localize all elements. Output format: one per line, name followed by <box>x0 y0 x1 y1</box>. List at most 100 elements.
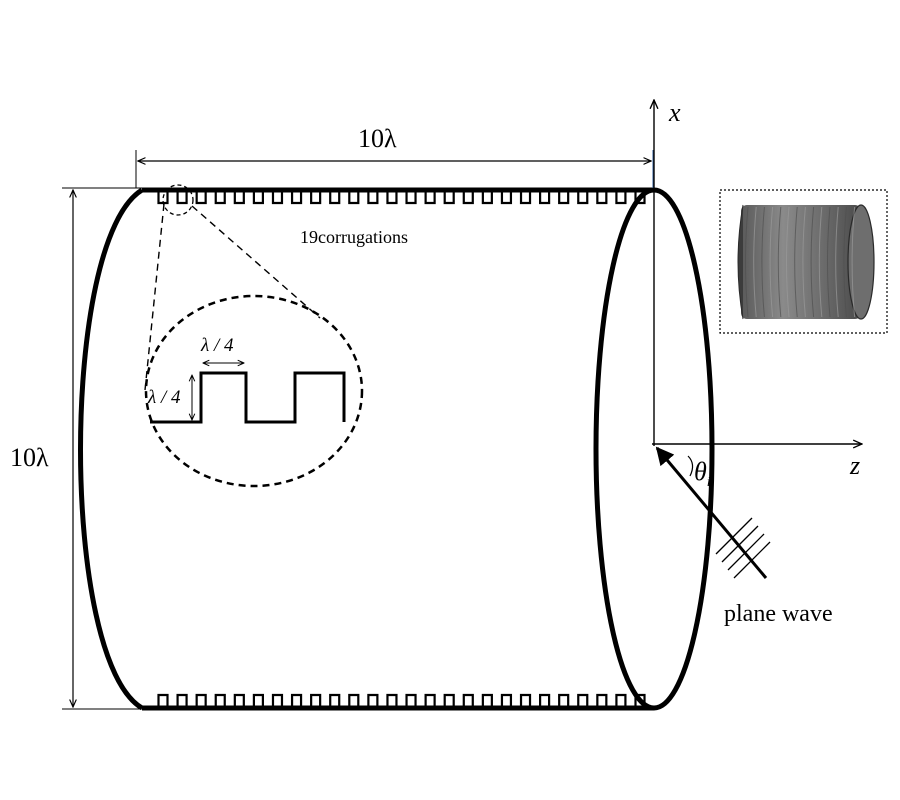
corrugation-tooth <box>233 693 245 706</box>
corrugation-tooth <box>405 192 417 205</box>
zoom-line-right <box>191 205 321 319</box>
corrugation-tooth <box>271 693 284 706</box>
inset-ring-line <box>794 206 798 318</box>
corrugation-tooth <box>500 693 513 706</box>
corrugation-tooth <box>348 192 360 205</box>
corrugation-tooth <box>310 693 322 706</box>
corrugation-tooth <box>290 192 303 205</box>
corrugation-profile <box>150 371 346 424</box>
corrugation-tooth <box>348 693 360 706</box>
theta-symbol: θ <box>694 457 707 486</box>
corrugation-tooth <box>214 693 226 706</box>
height-dimension: 10λ <box>10 187 150 710</box>
corrugation-tooth <box>481 693 493 706</box>
inset-ring-line <box>835 206 839 318</box>
corrugation-tooth <box>195 192 207 205</box>
corrugation-tooth <box>252 192 264 205</box>
corrugation-tooth <box>157 693 169 706</box>
corrugation-tooth <box>386 192 398 205</box>
corrugation-tooth <box>577 192 589 205</box>
zoom-marker <box>162 184 194 216</box>
corrugation-tooth <box>577 693 589 706</box>
corrugation-tooth <box>500 192 513 205</box>
corrugation-tooth <box>634 693 646 706</box>
inset-ring-line <box>761 206 765 318</box>
corrugation-tooth <box>329 192 341 205</box>
corrugation-tooth <box>214 192 226 205</box>
corrugation-tooth <box>519 693 532 706</box>
incidence-direction-arrow <box>655 446 768 579</box>
top-corrugations <box>157 192 646 205</box>
corrugation-tooth <box>252 693 264 706</box>
corrugation-tooth <box>424 192 436 205</box>
inset-ring-line <box>818 206 823 318</box>
corrugation-tooth <box>405 693 417 706</box>
inset-ring-line <box>851 206 856 318</box>
corrugation-tooth <box>519 192 532 205</box>
corrugation-tooth <box>558 192 570 205</box>
theta-subscript: i <box>707 475 711 490</box>
corrugation-tooth <box>233 192 245 205</box>
corrugation-tooth <box>367 192 379 205</box>
corrugation-tooth <box>634 192 646 205</box>
corrugation-tooth <box>596 192 608 205</box>
corrugation-tooth <box>443 693 455 706</box>
cylinder-left-end <box>78 187 144 711</box>
inset-ring-line <box>753 206 757 318</box>
wavefront-lines <box>715 517 771 579</box>
inset-ring-line <box>827 206 831 318</box>
incident-wave: θi plane wave <box>655 446 833 627</box>
corrugation-tooth <box>558 693 570 706</box>
corrugation-tooth <box>443 192 455 205</box>
corrugation-tooth <box>271 192 284 205</box>
inset-cylinder-body <box>741 205 861 319</box>
corrugation-tooth <box>176 693 188 706</box>
incidence-angle-arc <box>687 455 694 477</box>
height-label: 10λ <box>10 443 49 472</box>
corrugation-tooth <box>310 192 322 205</box>
inset-ring-line <box>777 206 782 318</box>
corrugation-tooth <box>424 693 436 706</box>
corrugation-tooth <box>539 693 551 706</box>
length-dimension: 10λ <box>135 124 654 188</box>
bottom-corrugations <box>157 693 646 706</box>
corrugation-detail: λ / 4 λ / 4 <box>144 184 364 488</box>
inset-rings <box>745 206 856 318</box>
corrugation-word: corrugations <box>318 227 408 247</box>
corrugation-tooth <box>615 693 627 706</box>
corrugation-tooth <box>462 192 474 205</box>
cylinder-3d-inset <box>719 189 888 334</box>
corrugation-tooth <box>615 192 627 205</box>
plane-wave-label: plane wave <box>724 601 833 627</box>
corrugation-tooth <box>462 693 474 706</box>
x-axis-label: x <box>668 98 681 127</box>
incidence-angle-label: θi <box>694 457 711 490</box>
inset-frame <box>719 189 888 334</box>
corrugation-tooth <box>176 192 188 205</box>
corrugation-tooth <box>367 693 379 706</box>
inset-ring-line <box>802 206 806 318</box>
inset-ring-line <box>843 206 847 318</box>
corrugation-tooth <box>195 693 207 706</box>
corrugation-tooth <box>386 693 398 706</box>
zoom-line-left <box>144 203 165 391</box>
depth-dimension-label: λ / 4 <box>147 387 181 408</box>
inset-ring-line <box>786 206 790 318</box>
corrugation-tooth <box>481 192 493 205</box>
z-axis-label: z <box>849 451 860 480</box>
corrugation-count: 19 <box>300 227 318 247</box>
length-label: 10λ <box>358 124 397 153</box>
inset-cylinder-end <box>847 204 875 320</box>
width-dimension-label: λ / 4 <box>200 335 234 356</box>
zoom-ellipse <box>144 294 364 488</box>
corrugation-tooth <box>329 693 341 706</box>
corrugation-tooth <box>539 192 551 205</box>
coordinate-axes: x z <box>652 98 862 480</box>
inset-ring-line <box>810 206 815 318</box>
inset-ring-line <box>769 206 774 318</box>
cylinder <box>78 187 715 711</box>
corrugation-count-label: 19corrugations <box>300 227 408 247</box>
corrugation-tooth <box>596 693 608 706</box>
corrugation-tooth <box>290 693 303 706</box>
